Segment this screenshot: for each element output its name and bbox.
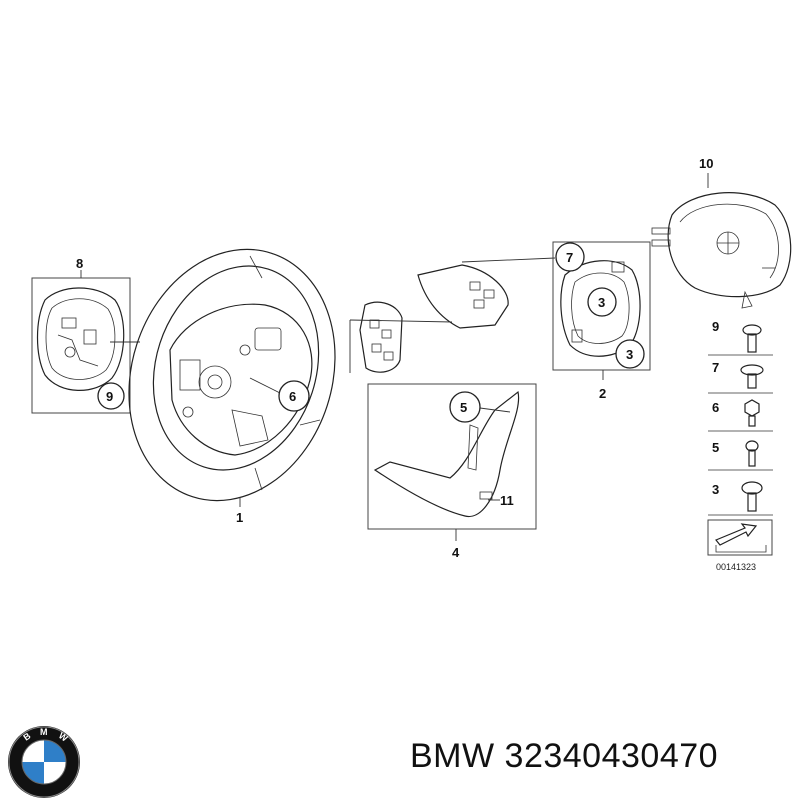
screw-9-icon <box>742 324 762 353</box>
bezel-group: 2 7 3 3 <box>552 241 651 401</box>
callout-1: 1 <box>236 510 243 525</box>
part-number: 32340430470 <box>504 737 719 775</box>
callout-7: 7 <box>566 250 573 265</box>
fastener-label-5: 5 <box>712 440 719 455</box>
callout-6-bubble <box>278 380 310 412</box>
view-arrow-icon <box>715 523 767 553</box>
callout-9-bubble <box>97 382 125 410</box>
airbag-part: 10 <box>651 156 792 309</box>
part-caption: BMW 32340430470 <box>410 737 718 776</box>
callout-7-bubble <box>555 242 585 272</box>
svg-text:M: M <box>40 727 48 737</box>
callout-4: 4 <box>452 545 460 560</box>
callout-3b-bubble <box>615 339 645 369</box>
svg-text:B: B <box>21 730 32 742</box>
callout-6: 6 <box>289 389 296 404</box>
callout-3a-bubble <box>587 287 617 317</box>
screw-3-icon <box>741 481 763 512</box>
callout-2: 2 <box>599 386 606 401</box>
callout-11: 11 <box>500 493 514 508</box>
screw-5-icon <box>745 440 759 467</box>
steering-wheel-part: 1 6 <box>128 248 336 525</box>
callout-8: 8 <box>76 256 83 271</box>
callout-9: 9 <box>106 389 113 404</box>
callout-3b: 3 <box>626 347 633 362</box>
multifunction-switch-part <box>349 257 556 373</box>
fastener-label-7: 7 <box>712 360 719 375</box>
callout-10: 10 <box>699 156 713 171</box>
fastener-label-3: 3 <box>712 482 719 497</box>
drawing-number: 00141323 <box>716 562 756 572</box>
screw-7-icon <box>740 364 764 389</box>
fastener-label-6: 6 <box>712 400 719 415</box>
callout-5-bubble <box>449 391 481 423</box>
callout-3a: 3 <box>598 295 605 310</box>
trim-cover-group: 4 5 11 <box>367 383 537 560</box>
fastener-label-9: 9 <box>712 319 719 334</box>
bmw-logo-icon: B M W <box>8 726 80 798</box>
callout-5: 5 <box>460 400 467 415</box>
fastener-column: 9 7 6 5 3 00141323 <box>707 319 773 572</box>
contact-ring-group: 8 9 <box>31 256 140 414</box>
brand-name: BMW <box>410 737 495 775</box>
screw-6-icon <box>744 399 760 427</box>
bezel-frame <box>552 241 651 371</box>
view-direction-box <box>707 519 773 556</box>
contact-ring-part <box>36 287 140 391</box>
trim-cover-frame <box>367 383 537 530</box>
